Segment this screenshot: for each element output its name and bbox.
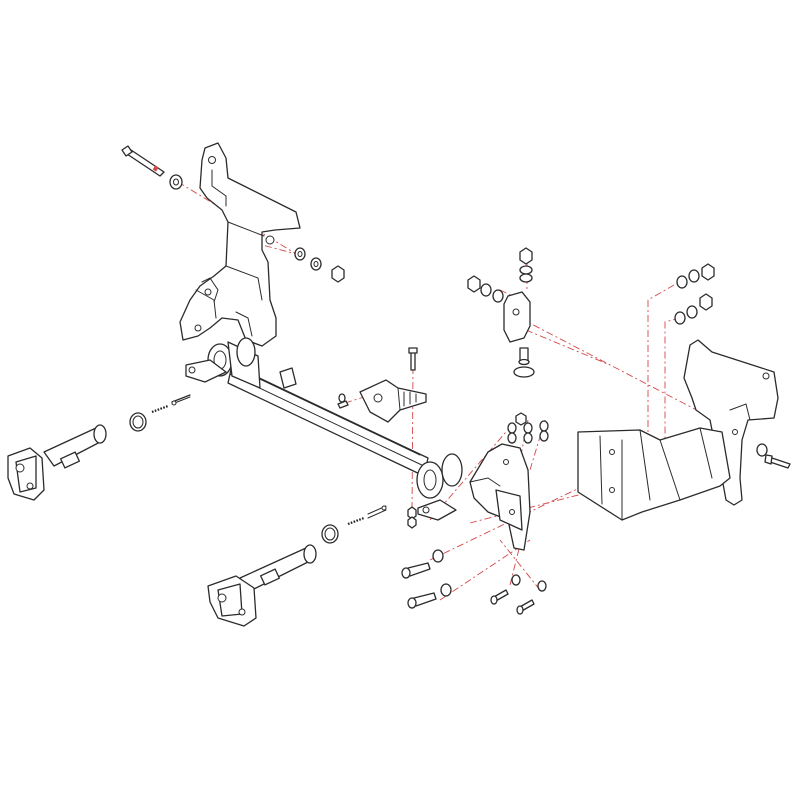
right-tow-arm <box>207 544 317 627</box>
long-bolt <box>121 145 165 177</box>
right-safety-pin <box>367 505 387 519</box>
bottom-bolt-3 <box>490 589 509 605</box>
right-retaining-ring <box>321 524 339 544</box>
left-tow-arm <box>7 424 107 501</box>
left-spring <box>151 404 169 414</box>
upper-mount-bracket <box>503 291 535 378</box>
hardware-bolts <box>121 145 791 615</box>
right-spring <box>347 516 365 526</box>
right-lower-bracket <box>469 443 531 551</box>
bottom-bolt-4 <box>516 599 535 615</box>
hardware-washers <box>169 174 768 597</box>
cross-tube <box>185 337 463 521</box>
left-retaining-ring <box>129 412 147 432</box>
center-vertical-bolt <box>408 347 418 371</box>
hardware-nuts <box>331 247 715 529</box>
right-side-bracket <box>577 339 779 521</box>
left-side-bracket <box>179 142 301 347</box>
bottom-bolt-2 <box>407 592 437 609</box>
right-side-bolt <box>764 454 791 469</box>
left-safety-pin <box>171 394 191 406</box>
bottom-bolt-1 <box>401 562 431 579</box>
center-tab-bracket <box>359 379 427 423</box>
